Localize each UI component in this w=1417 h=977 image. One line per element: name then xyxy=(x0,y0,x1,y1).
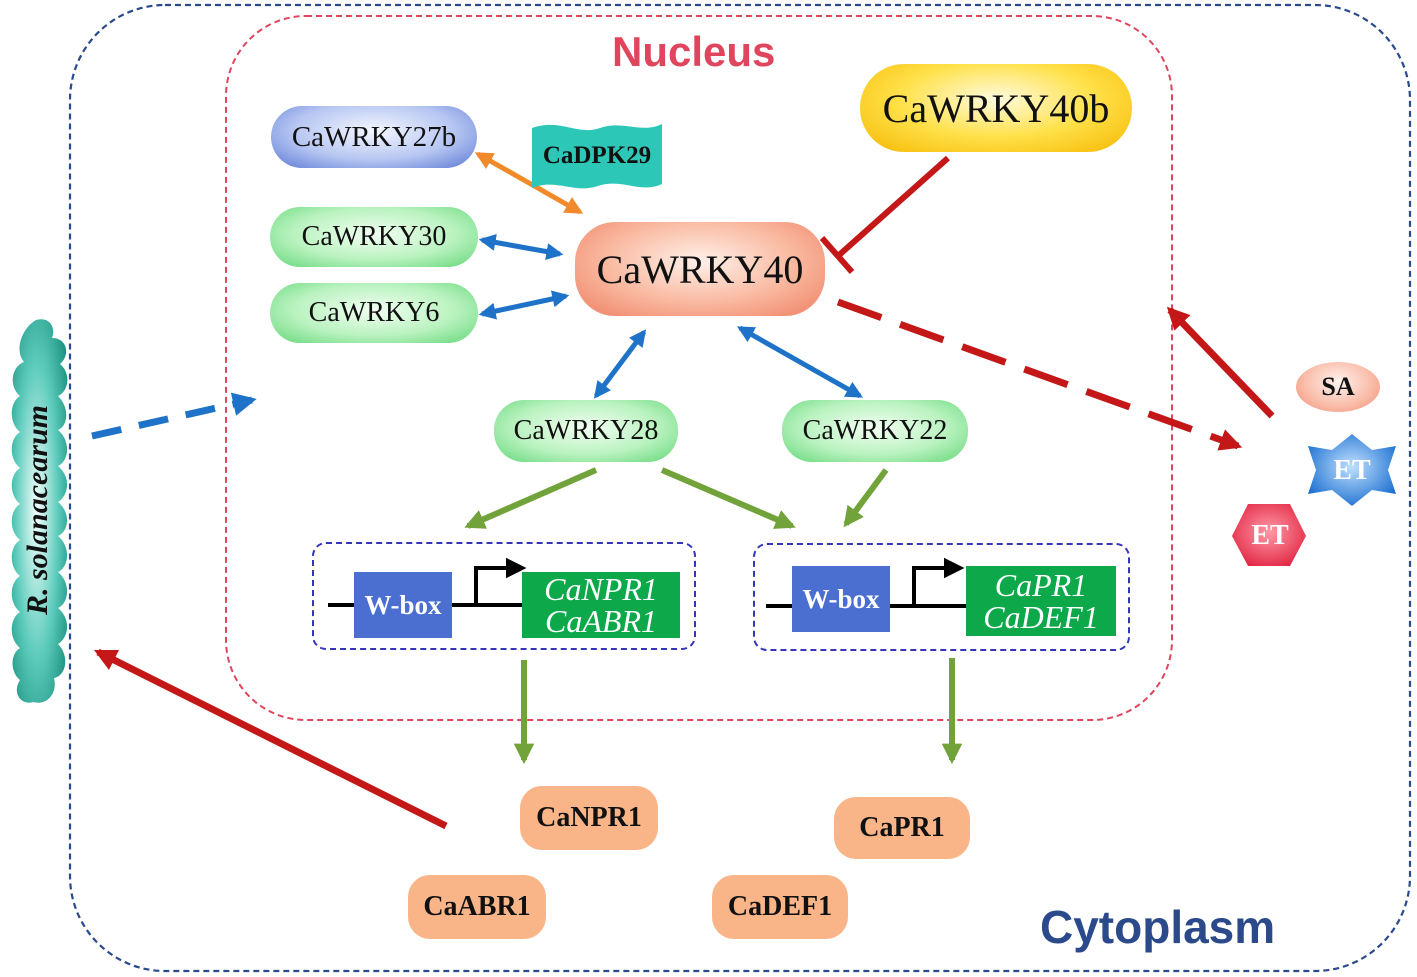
arrow-wrky30-wrky40 xyxy=(478,234,564,260)
gene-cadef1: CaDEF1 xyxy=(983,599,1099,635)
wbox-left: W-box xyxy=(354,572,452,638)
gene-caabr1: CaABR1 xyxy=(545,603,657,639)
node-cawrky27b: CaWRKY27b xyxy=(271,106,477,168)
product-cadef1: CaDEF1 xyxy=(712,875,848,939)
arrow-wrky6-wrky40 xyxy=(478,290,570,320)
gene-box-left: CaNPR1 CaABR1 xyxy=(522,572,680,638)
product-capr1: CaPR1 xyxy=(834,797,970,859)
node-cawrky40: CaWRKY40 xyxy=(575,222,825,316)
pathogen-label: R. solanacearum xyxy=(21,404,54,616)
et-hexagon-icon xyxy=(1232,504,1306,566)
cytoplasm-boundary xyxy=(68,3,1412,973)
dashed-arrow-wrky40-hormones xyxy=(836,298,1243,451)
arrow-wrky22-promoter-right xyxy=(843,468,889,528)
promoter-right-dna xyxy=(766,557,966,608)
inhibition-bar xyxy=(819,236,855,274)
arrow-wrky40-wrky28 xyxy=(593,329,647,399)
node-cawrky22: CaWRKY22 xyxy=(782,400,968,462)
hormone-sa: SA xyxy=(1296,362,1380,412)
gene-capr1: CaPR1 xyxy=(994,567,1088,603)
hormone-et-blue: ET xyxy=(1333,455,1371,486)
dashed-arrow-pathogen-nucleus xyxy=(91,392,257,440)
nucleus-label: Nucleus xyxy=(612,28,776,75)
node-cadpk29: CaDPK29 xyxy=(542,142,652,169)
arrow-hormones-nucleus xyxy=(1166,306,1275,419)
arrow-wrky28-promoter-right xyxy=(660,467,796,529)
inhibition-wrky40b-wrky40 xyxy=(836,155,950,259)
promoter-left-dna xyxy=(328,557,527,607)
et-star-icon xyxy=(1308,434,1396,506)
nucleus-boundary xyxy=(225,15,1173,721)
product-caabr1: CaABR1 xyxy=(408,875,546,939)
product-canpr1: CaNPR1 xyxy=(520,786,658,850)
promoter-box-left xyxy=(312,542,696,650)
cytoplasm-label: Cytoplasm xyxy=(1040,901,1276,953)
node-cawrky30: CaWRKY30 xyxy=(270,207,478,267)
hormone-et-red: ET xyxy=(1251,520,1289,551)
promoter-box-right xyxy=(753,543,1130,651)
arrow-wrky40-wrky22 xyxy=(737,325,863,399)
node-cawrky6: CaWRKY6 xyxy=(270,283,478,343)
arrow-products-pathogen xyxy=(93,648,448,830)
arrow-wrky27b-wrky40 xyxy=(474,151,584,215)
wbox-right: W-box xyxy=(792,566,890,632)
node-cawrky28: CaWRKY28 xyxy=(494,400,678,462)
arrow-wrky28-promoter-left xyxy=(464,467,598,529)
gene-canpr1: CaNPR1 xyxy=(544,571,658,607)
gene-box-right: CaPR1 CaDEF1 xyxy=(966,566,1116,636)
pathogen-shape xyxy=(11,319,68,703)
node-cawrky40b: CaWRKY40b xyxy=(860,64,1132,152)
